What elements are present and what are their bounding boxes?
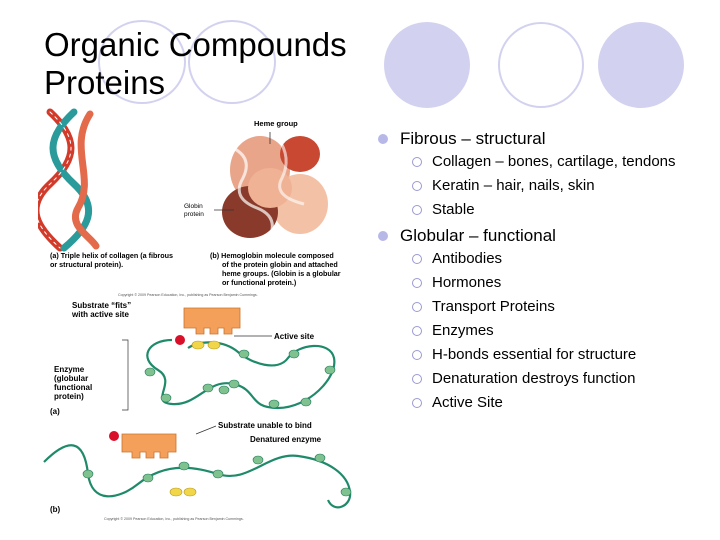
ring-bullet-icon [412, 326, 422, 336]
decor-circle-5 [598, 22, 684, 108]
caption-b-line3: heme groups. (Globin is a globular [222, 269, 341, 278]
yellow-bead-b1 [169, 487, 183, 497]
caption-a-line1: (a) Triple helix of collagen (a fibrous [50, 251, 173, 260]
bullet-dot-icon [378, 134, 388, 144]
copyright-bottom: Copyright © 2009 Pearson Education, Inc.… [104, 517, 244, 521]
bullet-fibrous: Fibrous – structural [376, 128, 711, 149]
sub-bullet-antibodies: Antibodies [376, 250, 711, 268]
hemoglobin-molecule [214, 132, 328, 238]
decor-circle-4 [498, 22, 584, 108]
label-enzyme-globular: (globular [54, 374, 88, 383]
title-line-2: Proteins [44, 64, 166, 101]
label-substrate-unable: Substrate unable to bind [218, 421, 312, 430]
red-active-bead-a [175, 335, 185, 345]
ring-bullet-icon [412, 398, 422, 408]
label-active-site-with: with active site [71, 310, 129, 319]
ring-bullet-icon [412, 254, 422, 264]
ring-bullet-icon [412, 181, 422, 191]
ring-bullet-icon [412, 157, 422, 167]
copyright-top: Copyright © 2009 Pearson Education, Inc.… [118, 293, 258, 297]
decor-circle-3 [384, 22, 470, 108]
slide-title: Organic Compounds Proteins [44, 26, 347, 102]
sub-bullet-collagen: Collagen – bones, cartilage, tendons [376, 153, 711, 171]
decor-circle-1 [98, 20, 186, 104]
label-enzyme: Enzyme [54, 365, 85, 374]
bullet-dot-icon [378, 231, 388, 241]
enzyme-beads-b [82, 453, 352, 497]
label-globin-protein: protein [184, 211, 204, 218]
red-bead-b [109, 431, 119, 441]
sub-bullet-hormones: Hormones [376, 274, 711, 292]
bullet-list: Fibrous – structural Collagen – bones, c… [376, 128, 711, 418]
yellow-bead-a2 [207, 340, 221, 350]
caption-b-line4: or functional protein.) [222, 278, 297, 287]
sub-bullet-keratin: Keratin – hair, nails, skin [376, 177, 711, 195]
panel-label-a: (a) [50, 407, 60, 416]
label-substrate-fits: Substrate “fits” [72, 301, 131, 310]
protein-figure: Heme group Globin protein (a) Triple hel… [38, 108, 352, 521]
panel-label-b: (b) [50, 505, 61, 514]
ring-bullet-icon [412, 350, 422, 360]
label-active-site: Active site [274, 332, 315, 341]
sub-bullet-transport: Transport Proteins [376, 298, 711, 316]
ring-bullet-icon [412, 205, 422, 215]
sub-bullet-denaturation: Denaturation destroys function [376, 370, 711, 388]
label-denatured-enzyme: Denatured enzyme [250, 435, 322, 444]
title-line-1: Organic Compounds [44, 26, 347, 63]
substrate-a [183, 307, 241, 335]
ring-bullet-icon [412, 278, 422, 288]
decor-circle-2 [188, 20, 276, 104]
caption-b-line1: (b) Hemoglobin molecule composed [210, 251, 334, 260]
label-enzyme-functional: functional [54, 383, 92, 392]
sub-bullet-active-site: Active Site [376, 394, 711, 412]
enzyme-beads-a [144, 349, 336, 409]
bullet-globular: Globular – functional [376, 225, 711, 246]
caption-b-line2: of the protein globin and attached [222, 260, 338, 269]
yellow-bead-a1 [191, 340, 205, 350]
label-heme-group: Heme group [254, 119, 298, 128]
ring-bullet-icon [412, 302, 422, 312]
ring-bullet-icon [412, 374, 422, 384]
yellow-bead-b2 [183, 487, 197, 497]
label-globin: Globin [184, 203, 203, 210]
label-enzyme-protein: protein) [54, 392, 84, 401]
substrate-b [121, 433, 177, 459]
sub-bullet-hbonds: H-bonds essential for structure [376, 346, 711, 364]
sub-bullet-stable: Stable [376, 201, 711, 219]
sub-bullet-enzymes: Enzymes [376, 322, 711, 340]
collagen-helix [38, 108, 100, 252]
caption-a-line2: or structural protein). [50, 260, 123, 269]
